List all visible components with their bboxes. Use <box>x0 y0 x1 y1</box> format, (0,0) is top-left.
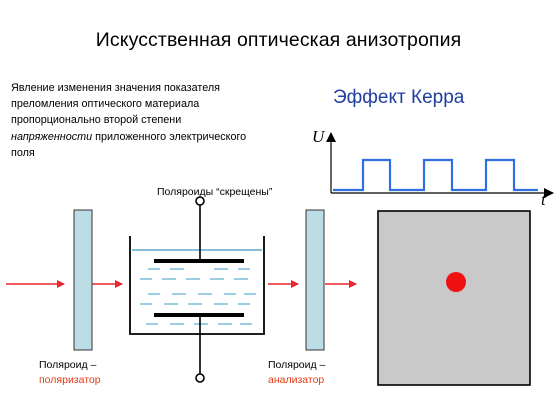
slide-title: Искусственная оптическая анизотропия <box>95 29 462 51</box>
analyzer-plate <box>305 209 325 351</box>
analyzer-role: анализатор <box>268 374 325 386</box>
polarizer-plate <box>73 209 93 351</box>
description-part1: Явление изменения значения показателя пр… <box>11 82 220 127</box>
polarizer-caption: Поляроид – поляризатор <box>39 358 101 388</box>
polarizer-role: поляризатор <box>39 374 101 386</box>
cell-vessel <box>129 236 265 335</box>
polarizer-label: Поляроид – <box>39 359 97 371</box>
description-part2: приложенного электрического поля <box>11 130 247 159</box>
upper-terminal <box>195 196 205 206</box>
observation-screen <box>377 210 531 386</box>
kerr-cell <box>129 196 265 383</box>
t-axis-label: t <box>541 190 546 209</box>
u-axis-label: U <box>312 127 325 146</box>
description-text: Явление изменения значения показателя пр… <box>11 80 261 161</box>
description-emphasis: напряженности <box>11 130 93 143</box>
analyzer-caption: Поляроид – анализатор <box>268 358 325 388</box>
light-spot <box>446 272 466 292</box>
analyzer-label: Поляроид – <box>268 359 326 371</box>
effect-heading: Эффект Керра <box>333 87 465 108</box>
voltage-axes <box>326 132 554 198</box>
voltage-square-wave <box>333 158 538 192</box>
liquid-lines <box>140 268 256 325</box>
lower-terminal <box>195 373 205 383</box>
crossed-polaroids-caption: Поляроиды “скрещены” <box>157 186 273 198</box>
